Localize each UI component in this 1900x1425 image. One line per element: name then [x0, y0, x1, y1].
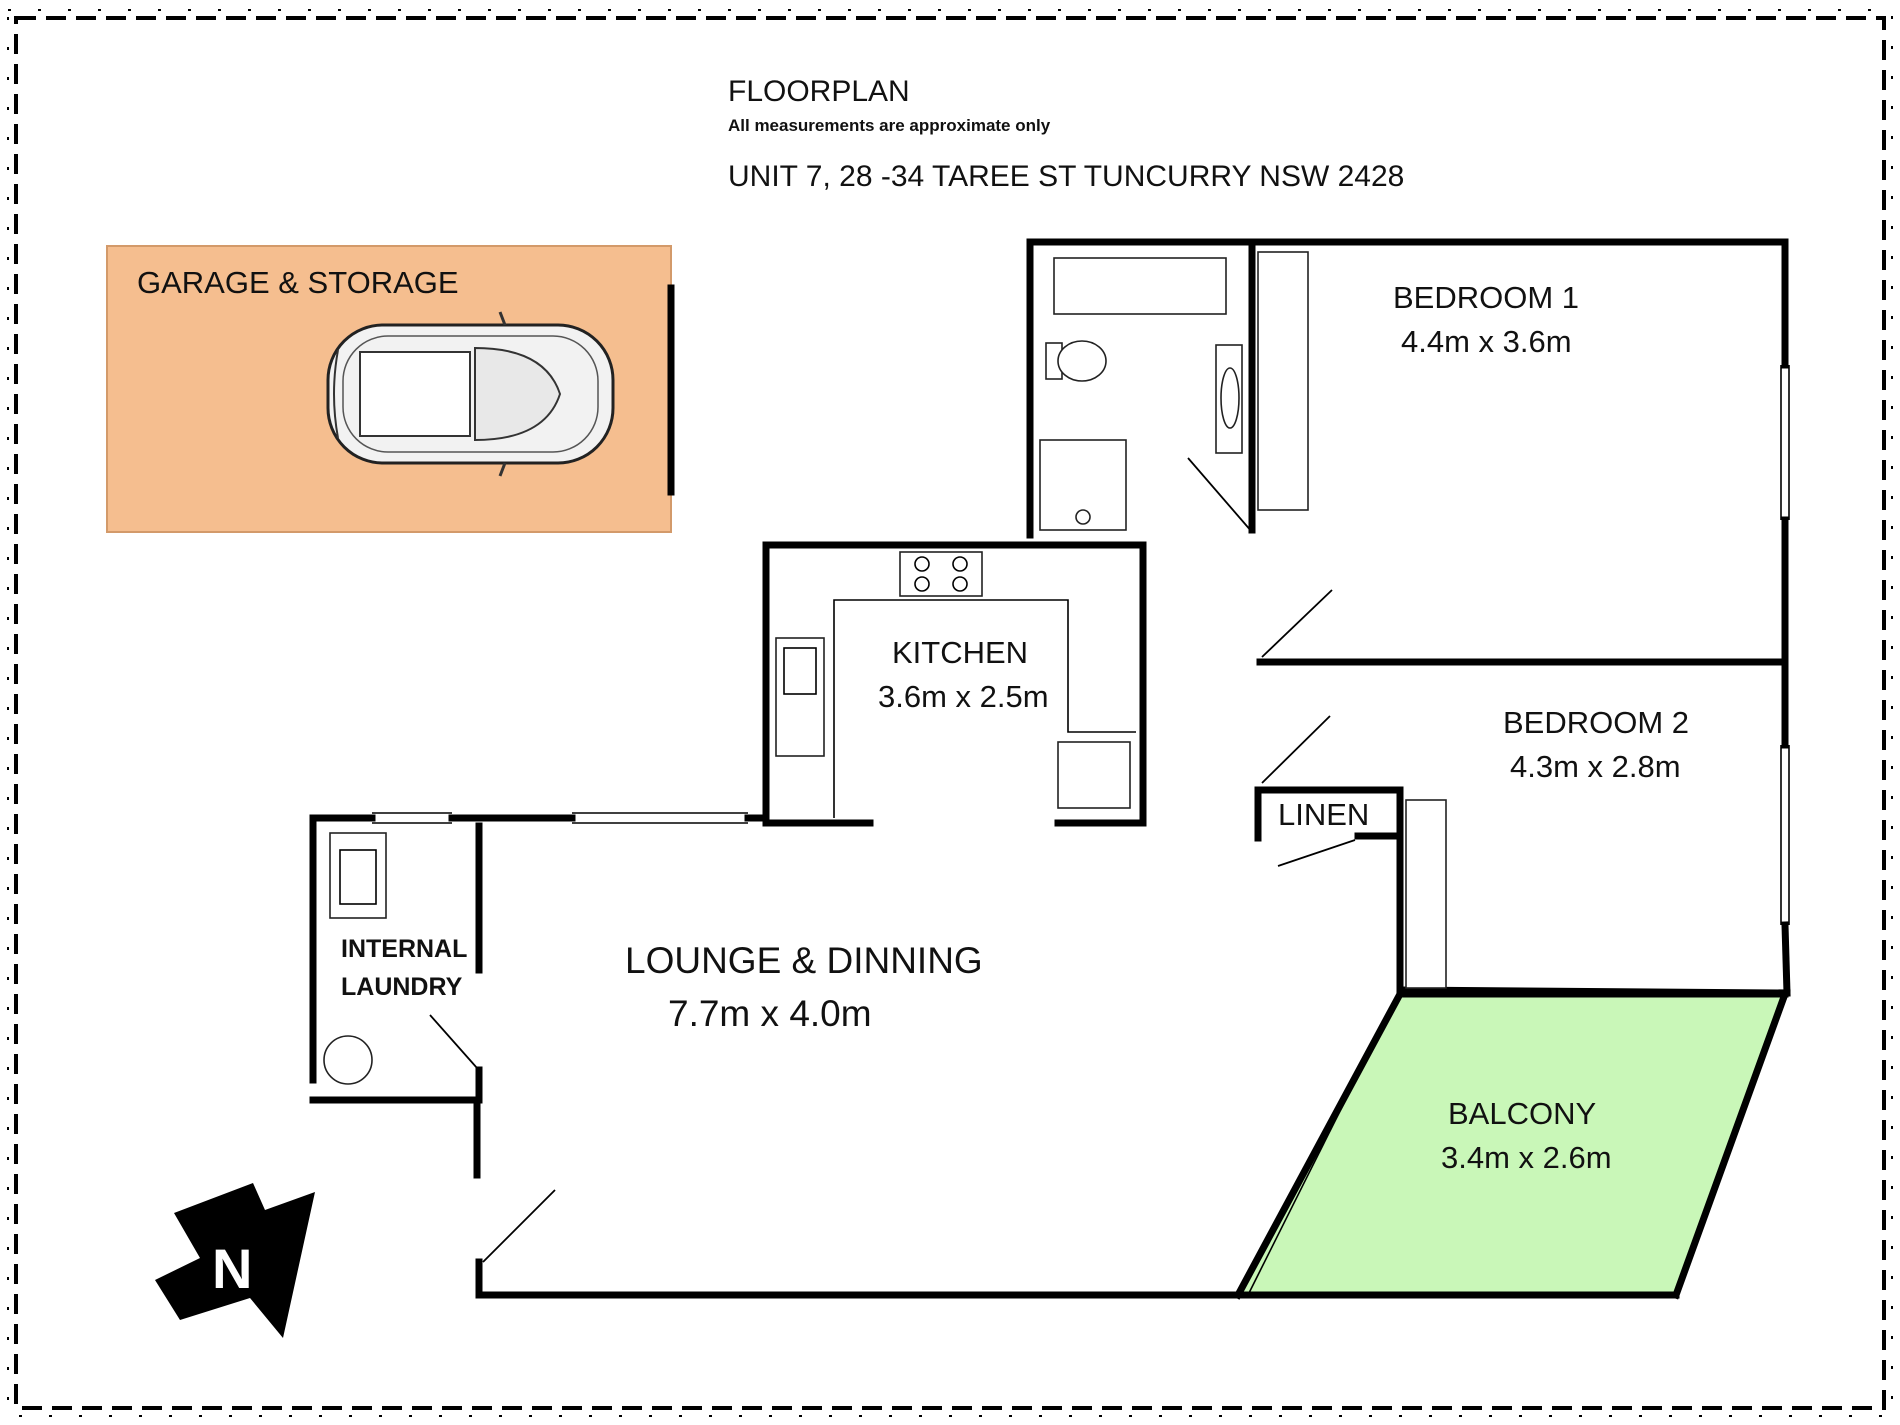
north-arrow-icon: N: [155, 1183, 315, 1338]
laundry-door-swing: [429, 1014, 478, 1069]
entry-door-swing: [482, 1189, 556, 1263]
lounge-label: LOUNGE & DINNING: [625, 940, 983, 981]
garage-label: GARAGE & STORAGE: [137, 265, 459, 300]
lounge-size: 7.7m x 4.0m: [668, 993, 872, 1034]
kitchen-bench: [833, 599, 1136, 818]
vanity-basin-icon: [1215, 344, 1243, 454]
balcony-size: 3.4m x 2.6m: [1441, 1140, 1612, 1175]
bedroom-2-size: 4.3m x 2.8m: [1510, 749, 1681, 784]
balcony-fill: [1238, 994, 1785, 1295]
wardrobe-bed1: [1257, 251, 1309, 511]
kitchen-size: 3.6m x 2.5m: [878, 679, 1049, 714]
lounge-room: LOUNGE & DINNING 7.7m x 4.0m: [475, 940, 1242, 1299]
laundry-room: INTERNAL LAUNDRY: [309, 812, 770, 1179]
balcony-area: BALCONY 3.4m x 2.6m: [1233, 989, 1790, 1300]
north-letter: N: [212, 1237, 252, 1300]
floorplan-title: FLOORPLAN: [728, 75, 910, 108]
shower-icon: [1039, 439, 1127, 531]
linen-label: LINEN: [1278, 797, 1369, 832]
bedroom-1-door-swing: [1261, 589, 1333, 658]
disclaimer-text: All measurements are approximate only: [728, 116, 1051, 135]
kitchen-label: KITCHEN: [892, 635, 1028, 670]
page-border: [7, 9, 1893, 1417]
fridge-icon: [1057, 741, 1131, 809]
bathroom-door-swing: [1187, 457, 1253, 533]
car-icon: [326, 311, 615, 477]
bedroom-2-door-swing: [1261, 715, 1331, 784]
sink-icon: [775, 637, 825, 757]
balcony-label: BALCONY: [1448, 1096, 1596, 1131]
bathroom-area: [1026, 238, 1789, 539]
garage-room: GARAGE & STORAGE: [106, 245, 675, 533]
laundry-label-line2: LAUNDRY: [341, 973, 463, 1001]
cooktop-icon: [899, 551, 983, 597]
wardrobe-bed2: [1405, 799, 1447, 989]
address-text: UNIT 7, 28 -34 TAREE ST TUNCURRY NSW 242…: [728, 160, 1404, 193]
bedroom-2-room: BEDROOM 2 4.3m x 2.8m LINEN: [1254, 666, 1791, 997]
linen-door-swing: [1277, 839, 1356, 867]
bedroom-1-room: BEDROOM 1 4.4m x 3.6m: [1256, 241, 1790, 674]
bedroom-1-label: BEDROOM 1: [1393, 280, 1579, 315]
kitchen-room: KITCHEN 3.6m x 2.5m: [762, 541, 1147, 827]
washing-machine-icon: [323, 1035, 373, 1085]
laundry-tub-icon: [329, 832, 387, 919]
toilet-icon: [1045, 340, 1107, 382]
bedroom-2-label: BEDROOM 2: [1503, 705, 1689, 740]
laundry-label-line1: INTERNAL: [341, 935, 467, 963]
bedroom-1-size: 4.4m x 3.6m: [1401, 324, 1572, 359]
bathtub-icon: [1053, 257, 1227, 315]
